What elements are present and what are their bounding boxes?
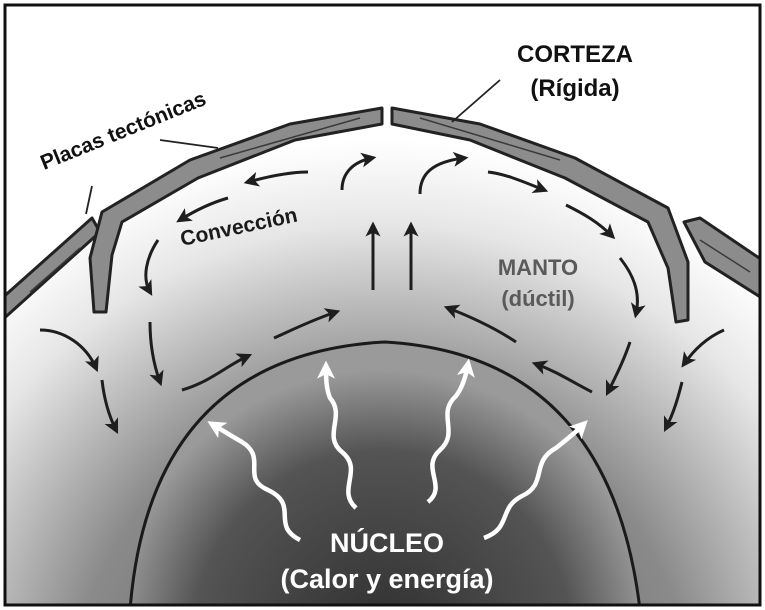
core-title: NÚCLEO xyxy=(330,527,444,558)
mantle-subtitle: (dúctil) xyxy=(501,286,574,311)
crust-subtitle: (Rígida) xyxy=(530,75,619,102)
mantle-title: MANTO xyxy=(498,255,578,280)
crust-title: CORTEZA xyxy=(517,41,633,68)
core-subtitle: (Calor y energía) xyxy=(280,564,493,594)
